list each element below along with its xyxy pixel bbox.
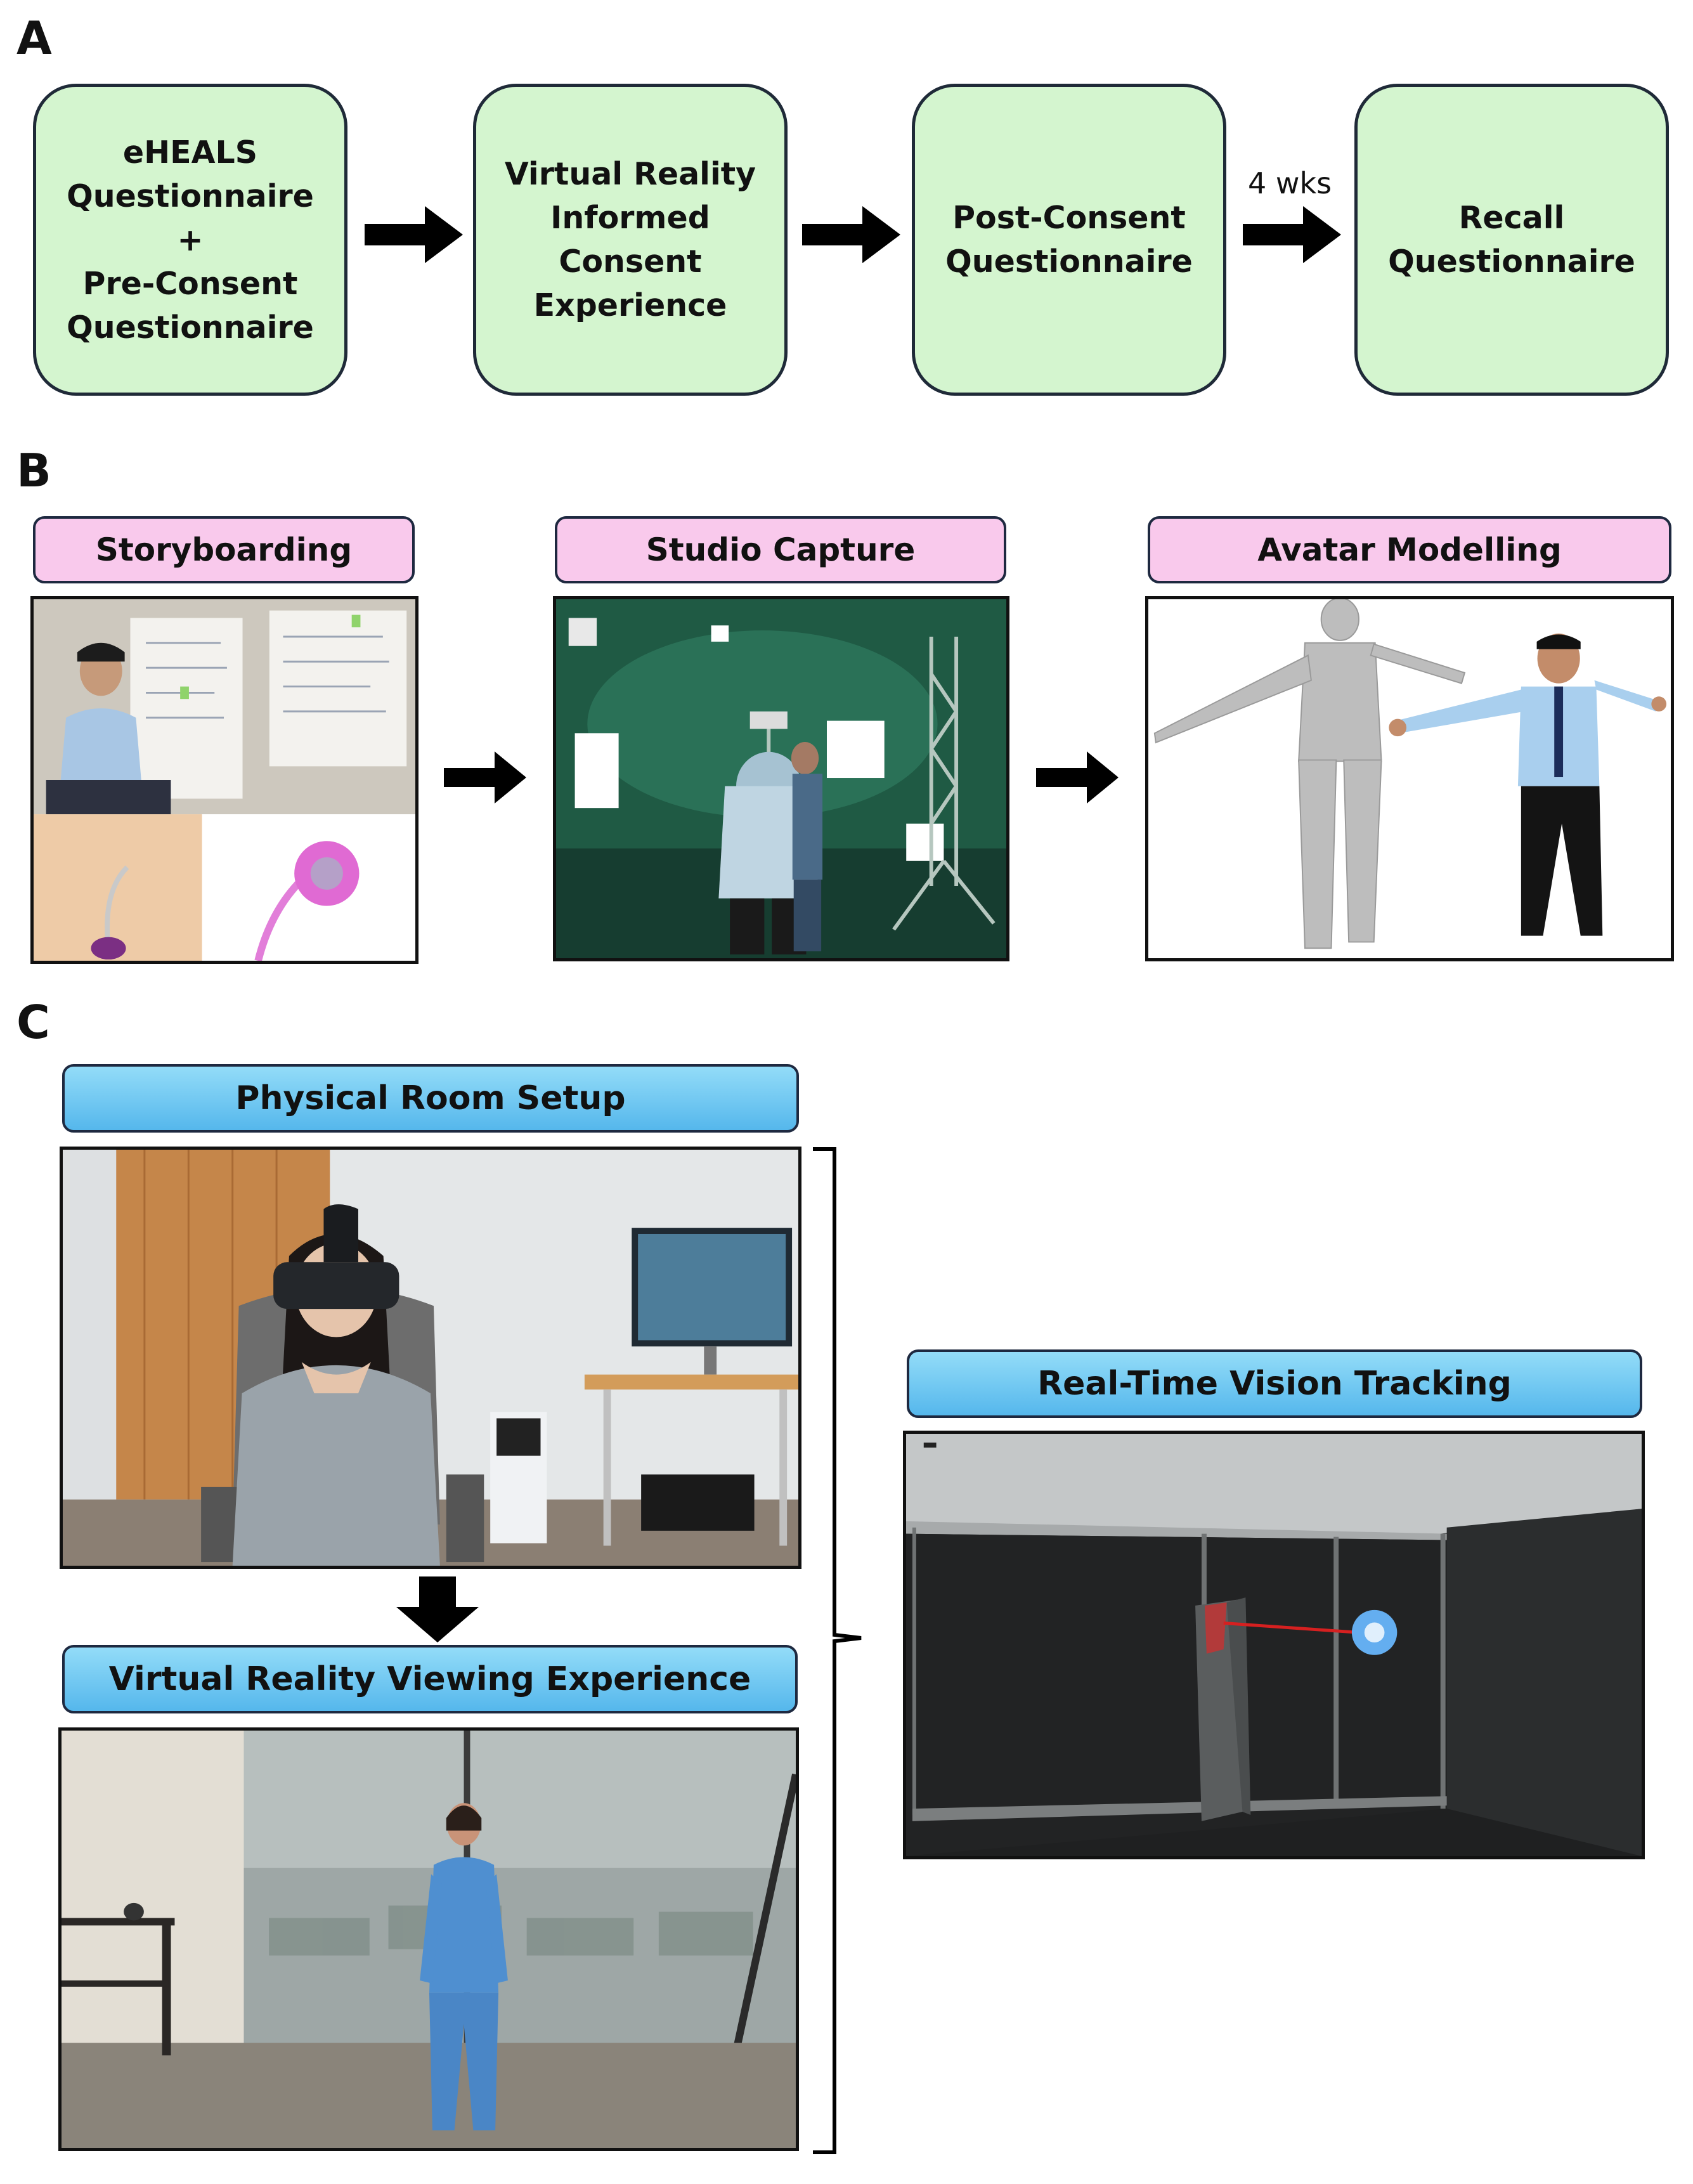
panel-b-letter: B xyxy=(16,444,51,497)
arrow-right-icon xyxy=(1243,206,1341,263)
avatar-modelling-image xyxy=(1145,596,1674,961)
step-recall: Recall Questionnaire xyxy=(1354,84,1669,396)
vision-tracking-label: Real-Time Vision Tracking xyxy=(907,1349,1642,1418)
arrow-right-icon xyxy=(365,206,463,263)
avatar-modelling-label: Avatar Modelling xyxy=(1148,516,1671,583)
step-vr-consent: Virtual Reality Informed Consent Experie… xyxy=(473,84,788,396)
panel-c-letter: C xyxy=(16,996,50,1049)
panel-a-letter: A xyxy=(16,11,52,65)
bracket-icon xyxy=(813,1147,862,2154)
arrow-down-icon xyxy=(396,1576,479,1642)
step-label: Recall Questionnaire xyxy=(1388,200,1635,280)
step-eheals-preconsent: eHEALS Questionnaire + Pre-Consent Quest… xyxy=(33,84,347,396)
vr-viewing-image xyxy=(58,1727,799,2151)
step-label: eHEALS Questionnaire + Pre-Consent Quest… xyxy=(67,134,314,346)
step-post-consent: Post-Consent Questionnaire xyxy=(912,84,1226,396)
arrow-right-icon xyxy=(444,751,526,803)
storyboarding-photo xyxy=(30,596,418,964)
storyboarding-label: Storyboarding xyxy=(33,516,415,583)
vision-tracking-image xyxy=(903,1431,1645,1859)
arrow-right-icon xyxy=(1036,751,1119,803)
step-label: Post-Consent Questionnaire xyxy=(945,200,1193,280)
arrow-right-icon xyxy=(802,206,900,263)
studio-capture-photo xyxy=(553,596,1009,961)
studio-capture-label: Studio Capture xyxy=(555,516,1006,583)
interval-label: 4 wks xyxy=(1248,166,1332,200)
physical-room-photo xyxy=(60,1147,801,1569)
vr-viewing-label: Virtual Reality Viewing Experience xyxy=(62,1645,798,1713)
physical-room-label: Physical Room Setup xyxy=(62,1064,799,1133)
step-label: Virtual Reality Informed Consent Experie… xyxy=(504,156,756,323)
